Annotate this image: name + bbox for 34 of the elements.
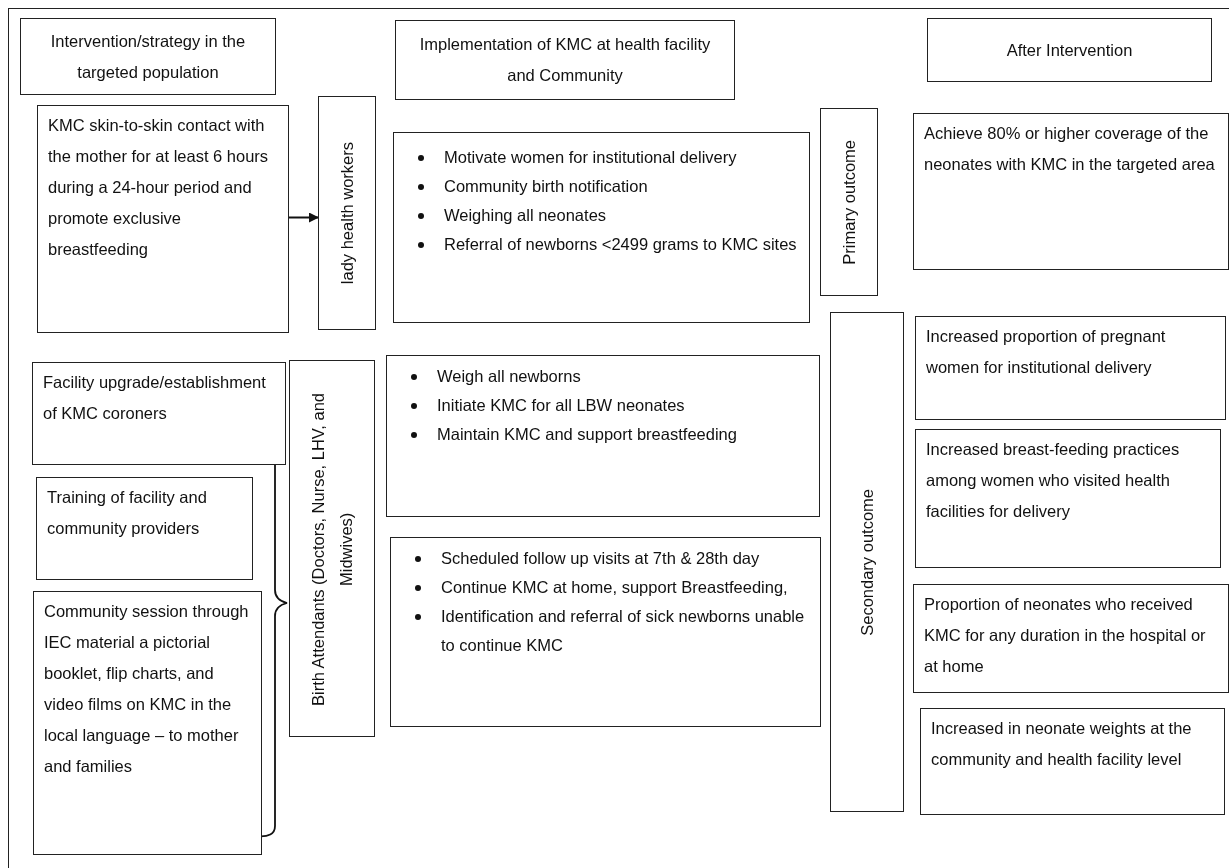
- text-box: Increased proportion of pregnant women for institutional delivery: [915, 316, 1226, 420]
- text-box: Proportion of neonates who received KMC for any duration in the hospital or at home: [913, 584, 1229, 693]
- bullet-text: Weigh all newborns: [437, 367, 581, 385]
- bullet-text: Community birth notification: [444, 177, 648, 195]
- text-box: Facility upgrade/establishment of KMC coroners: [32, 362, 286, 465]
- text-box: Increased breast-feeding practices among women who visited health facilities for delivery: [915, 429, 1221, 568]
- text-box: Achieve 80% or higher coverage of the neonates with KMC in the targeted area: [913, 113, 1229, 270]
- rotated-label: Birth Attendants (Doctors, Nurse, LHV, and Midwives): [308, 390, 356, 708]
- text-box: Increased in neonate weights at the community and health facility level: [920, 708, 1225, 815]
- arrow: [288, 212, 319, 223]
- bullet-text: Weighing all neonates: [444, 206, 607, 224]
- bullet-list-box: [393, 132, 810, 323]
- header-box: After Intervention: [927, 18, 1212, 82]
- header-box: Intervention/strategy in the targeted population: [20, 18, 276, 95]
- text-box: Community session through IEC material a pictorial booklet, flip charts, and video films on KMC in the local language – to mother and families: [33, 591, 262, 855]
- bullet-list-box: [386, 355, 820, 517]
- rotated-label: Secondary outcome: [857, 488, 877, 636]
- bullet-text: Motivate women for institutional delivery: [444, 148, 737, 166]
- rotated-label-box: [820, 108, 878, 296]
- text-box: Training of facility and community providers: [36, 477, 253, 580]
- bullet-list-box: [390, 537, 821, 727]
- bullet-text: Continue KMC at home, support Breastfeeding,: [441, 578, 788, 596]
- bullet-text: Referral of newborns <2499 grams to KMC sites: [444, 235, 797, 253]
- bullet-text: Scheduled follow up visits at 7th & 28th day: [441, 549, 760, 567]
- bullet-text: Initiate KMC for all LBW neonates: [437, 396, 685, 414]
- rotated-label: Primary outcome: [839, 139, 859, 265]
- rotated-label-box: [289, 360, 375, 737]
- bullet-text: Maintain KMC and support breastfeeding: [437, 425, 737, 443]
- header-box: Implementation of KMC at health facility and Community: [395, 20, 735, 100]
- text-box: KMC skin-to-skin contact with the mother for at least 6 hours during a 24-hour period and promote exclusive breastfeeding: [37, 105, 289, 333]
- bullet-text: Identification and referral of sick newborns unable to continue KMC: [441, 607, 805, 654]
- rotated-label-box: [830, 312, 904, 812]
- rotated-label-box: [318, 96, 376, 330]
- rotated-label: lady health workers: [337, 141, 357, 285]
